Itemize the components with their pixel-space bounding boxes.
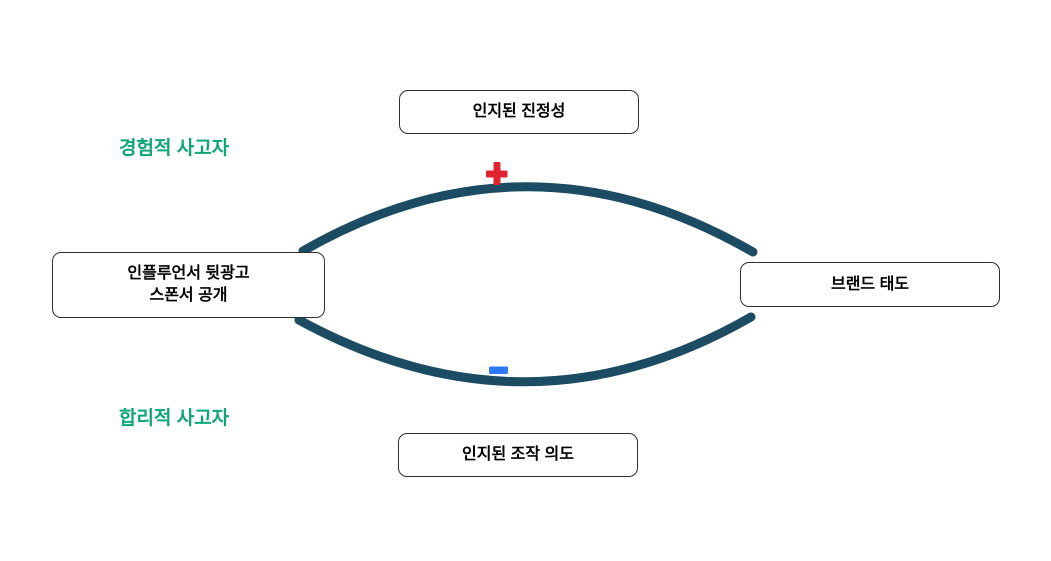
minus-sign-icon bbox=[489, 366, 508, 374]
node-perceived-authenticity-label: 인지된 진정성 bbox=[472, 103, 566, 120]
node-brand-attitude: 브랜드 태도 bbox=[740, 262, 1000, 307]
positive-path-curve bbox=[298, 182, 758, 257]
node-influencer-disclosure-line2: 스폰서 공개 bbox=[149, 287, 228, 304]
label-rational-thinker: 합리적 사고자 bbox=[119, 408, 230, 429]
label-experiential-thinker: 경험적 사고자 bbox=[119, 138, 230, 159]
node-brand-attitude-label: 브랜드 태도 bbox=[830, 275, 910, 293]
node-perceived-manipulation-intent: 인지된 조작 의도 bbox=[398, 433, 638, 477]
plus-sign-icon bbox=[486, 162, 508, 185]
node-perceived-manipulation-intent-label: 인지된 조작 의도 bbox=[462, 446, 574, 463]
node-influencer-disclosure-line1: 인플루언서 뒷광고 bbox=[127, 265, 250, 282]
node-perceived-authenticity: 인지된 진정성 bbox=[399, 90, 639, 134]
node-influencer-disclosure: 인플루언서 뒷광고 스폰서 공개 bbox=[52, 252, 325, 318]
negative-path-curve bbox=[294, 312, 756, 387]
